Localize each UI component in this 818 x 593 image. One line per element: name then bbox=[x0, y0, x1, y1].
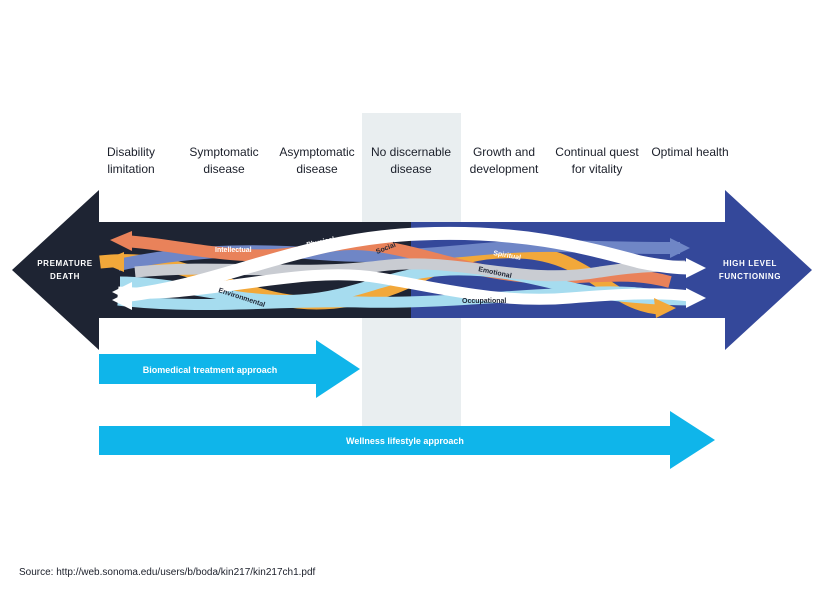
biomedical-approach-arrow bbox=[99, 340, 360, 398]
end-label-left-line1: PREMATURE bbox=[37, 259, 93, 268]
stage-label-optimal: Optimal health bbox=[651, 145, 729, 159]
strand-occupational bbox=[117, 269, 691, 305]
stage-label-symptomatic: Symptomatic disease bbox=[189, 145, 259, 176]
strand-label-occupational: Occupational bbox=[462, 298, 506, 305]
end-label-right-line1: HIGH LEVEL bbox=[723, 259, 777, 268]
stage-label-asymptomatic: Asymptomatic disease bbox=[279, 145, 355, 176]
source-citation: Source: http://web.sonoma.edu/users/b/bo… bbox=[19, 567, 316, 578]
end-label-right-line2: FUNCTIONING bbox=[719, 272, 781, 281]
wellness-approach-label: Wellness lifestyle approach bbox=[346, 436, 464, 446]
strand-label-intellectual: Intellectual bbox=[215, 247, 252, 254]
stage-label-disability: Disability limitation bbox=[106, 145, 155, 176]
end-label-left-line2: DEATH bbox=[50, 272, 80, 281]
strand-arrowheads bbox=[100, 231, 706, 318]
wellness-strands bbox=[99, 226, 691, 315]
stage-label-no-discernable: No discernable disease bbox=[370, 145, 452, 176]
biomedical-approach-label: Biomedical treatment approach bbox=[143, 365, 278, 375]
wellness-approach-arrow bbox=[99, 411, 715, 469]
stage-label-growth: Growth and development bbox=[469, 145, 539, 176]
stage-label-vitality: Continual quest for vitality bbox=[555, 145, 639, 176]
strand-social bbox=[121, 226, 691, 303]
strand-label-spiritual: Spiritual bbox=[493, 250, 522, 262]
